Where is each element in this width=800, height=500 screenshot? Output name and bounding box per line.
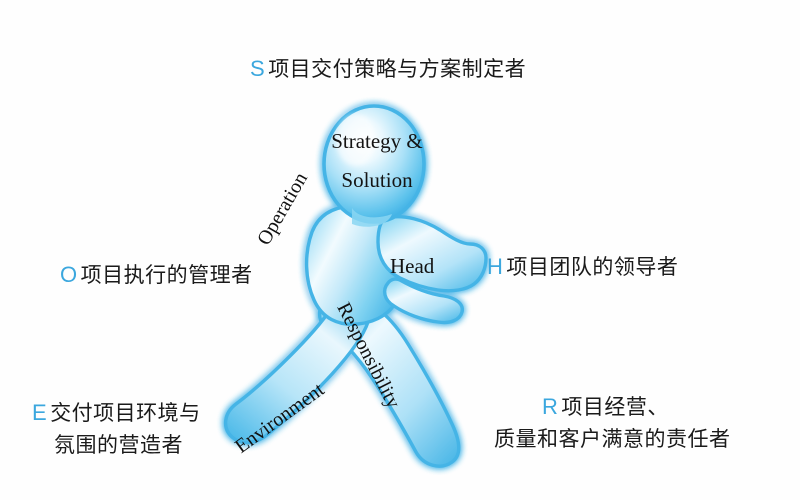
callout-r-line2: 质量和客户满意的责任者 — [494, 426, 731, 451]
head-label: Strategy & Solution — [327, 122, 427, 200]
callout-r-key: R — [542, 394, 559, 419]
head-label-line1: Strategy & — [331, 129, 423, 153]
callout-e-line2: 氛围的营造者 — [54, 432, 183, 457]
callout-e-key: E — [32, 400, 48, 425]
callout-s-text: 项目交付策略与方案制定者 — [268, 57, 527, 81]
head-label-line2: Solution — [341, 167, 413, 192]
environment-label: Environment — [231, 378, 329, 458]
responsibility-label: Responsibility — [332, 299, 405, 412]
callout-r-text1: 项目经营、 — [561, 395, 669, 419]
callout-h-key: H — [487, 254, 504, 279]
callout-e-text1: 交付项目环境与 — [50, 401, 201, 425]
callout-o-text: 项目执行的管理者 — [80, 263, 253, 287]
figure-neck — [352, 208, 392, 227]
operation-label: Operation — [253, 168, 313, 249]
callout-s-key: S — [250, 56, 266, 81]
callout-h-text: 项目团队的领导者 — [506, 255, 679, 279]
hand-label: Head — [390, 254, 435, 278]
callout-o-key: O — [60, 262, 78, 287]
